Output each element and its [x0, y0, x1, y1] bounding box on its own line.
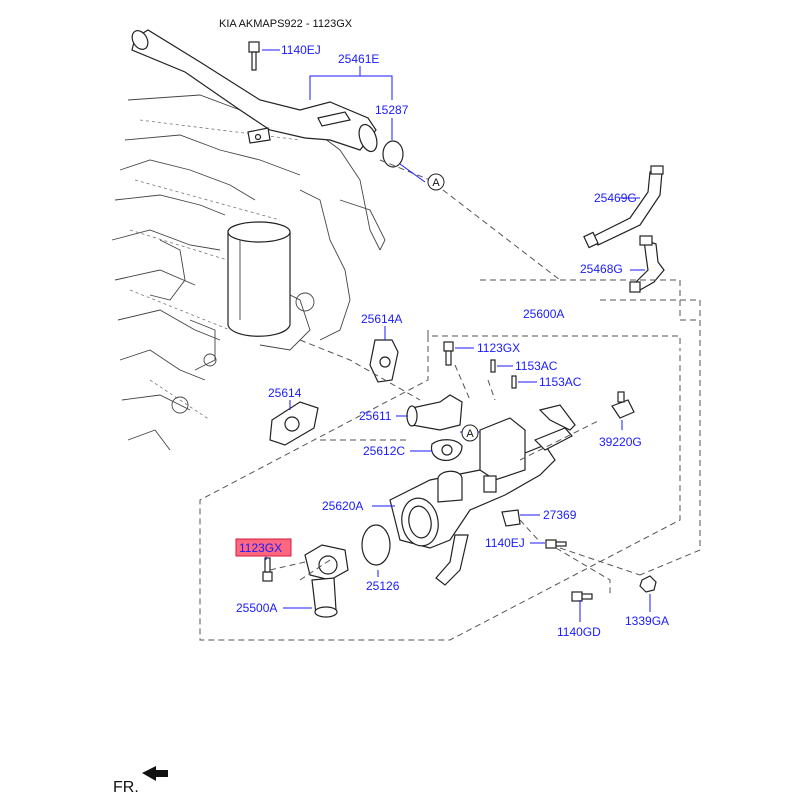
gasket-25612C	[430, 439, 463, 461]
label-25612C[interactable]: 25612C	[363, 444, 405, 458]
thermostat-housing-25600A	[389, 404, 576, 586]
fitting-25611	[406, 394, 463, 431]
pin-1153AC-1	[490, 359, 496, 373]
bolt-1140EJ-mid	[545, 539, 567, 549]
front-label: FR.	[113, 779, 139, 796]
label-25611[interactable]: 25611	[359, 409, 392, 423]
ref-marker-mid[interactable]: A	[461, 424, 479, 442]
bolt-1140GD	[571, 591, 593, 602]
nut-1339GA	[639, 575, 657, 593]
water-pipe-25461E	[131, 29, 378, 153]
arrow-icon	[142, 766, 168, 781]
engine-block-sketch	[111, 94, 386, 451]
hose-25468G	[629, 235, 665, 293]
bolt-1140EJ-top	[248, 41, 260, 71]
label-25468G[interactable]: 25468G	[580, 262, 623, 276]
label-1123GX-highlighted[interactable]: 1123GX	[239, 541, 282, 555]
label-1140EJ-mid[interactable]: 1140EJ	[485, 536, 525, 550]
pin-1153AC-2	[511, 375, 517, 389]
label-15287[interactable]: 15287	[375, 103, 409, 117]
thermostat-25500A	[304, 544, 349, 618]
ref-marker-mid-label: A	[466, 428, 474, 440]
highlight-box	[235, 538, 292, 557]
bolt-1123GX-right	[443, 341, 454, 366]
label-39220G[interactable]: 39220G	[599, 435, 642, 449]
label-25500A[interactable]: 25500A	[236, 601, 277, 615]
sensor-39220G	[611, 391, 635, 419]
hose-25469G	[583, 165, 664, 249]
diagram-title: KIA AKMAPS922 - 1123GX	[219, 18, 353, 30]
gasket-25614-hole	[284, 416, 300, 432]
label-25600A[interactable]: 25600A	[523, 307, 564, 321]
o-ring-25126	[361, 524, 391, 566]
ref-marker-top-label: A	[432, 177, 440, 189]
label-25614[interactable]: 25614	[268, 386, 302, 400]
label-1153AC-1[interactable]: 1153AC	[515, 359, 558, 373]
label-25620A[interactable]: 25620A	[322, 499, 363, 513]
label-27369[interactable]: 27369	[543, 508, 577, 522]
label-25126[interactable]: 25126	[366, 579, 400, 593]
bolt-1123GX-hl	[262, 557, 273, 582]
label-25461E[interactable]: 25461E	[338, 52, 379, 66]
label-25614A[interactable]: 25614A	[361, 312, 402, 326]
gasket-25614A-hole	[379, 356, 391, 368]
bracket-27369	[501, 509, 521, 527]
label-25469G[interactable]: 25469G	[594, 191, 637, 205]
label-1153AC-2[interactable]: 1153AC	[539, 375, 582, 389]
label-1140EJ-top[interactable]: 1140EJ	[281, 43, 321, 57]
label-1339GA[interactable]: 1339GA	[625, 614, 669, 628]
ref-marker-top[interactable]: A	[427, 173, 445, 191]
label-1123GX-right[interactable]: 1123GX	[477, 341, 520, 355]
o-ring-15287	[382, 140, 404, 168]
label-1140GD[interactable]: 1140GD	[557, 625, 601, 639]
